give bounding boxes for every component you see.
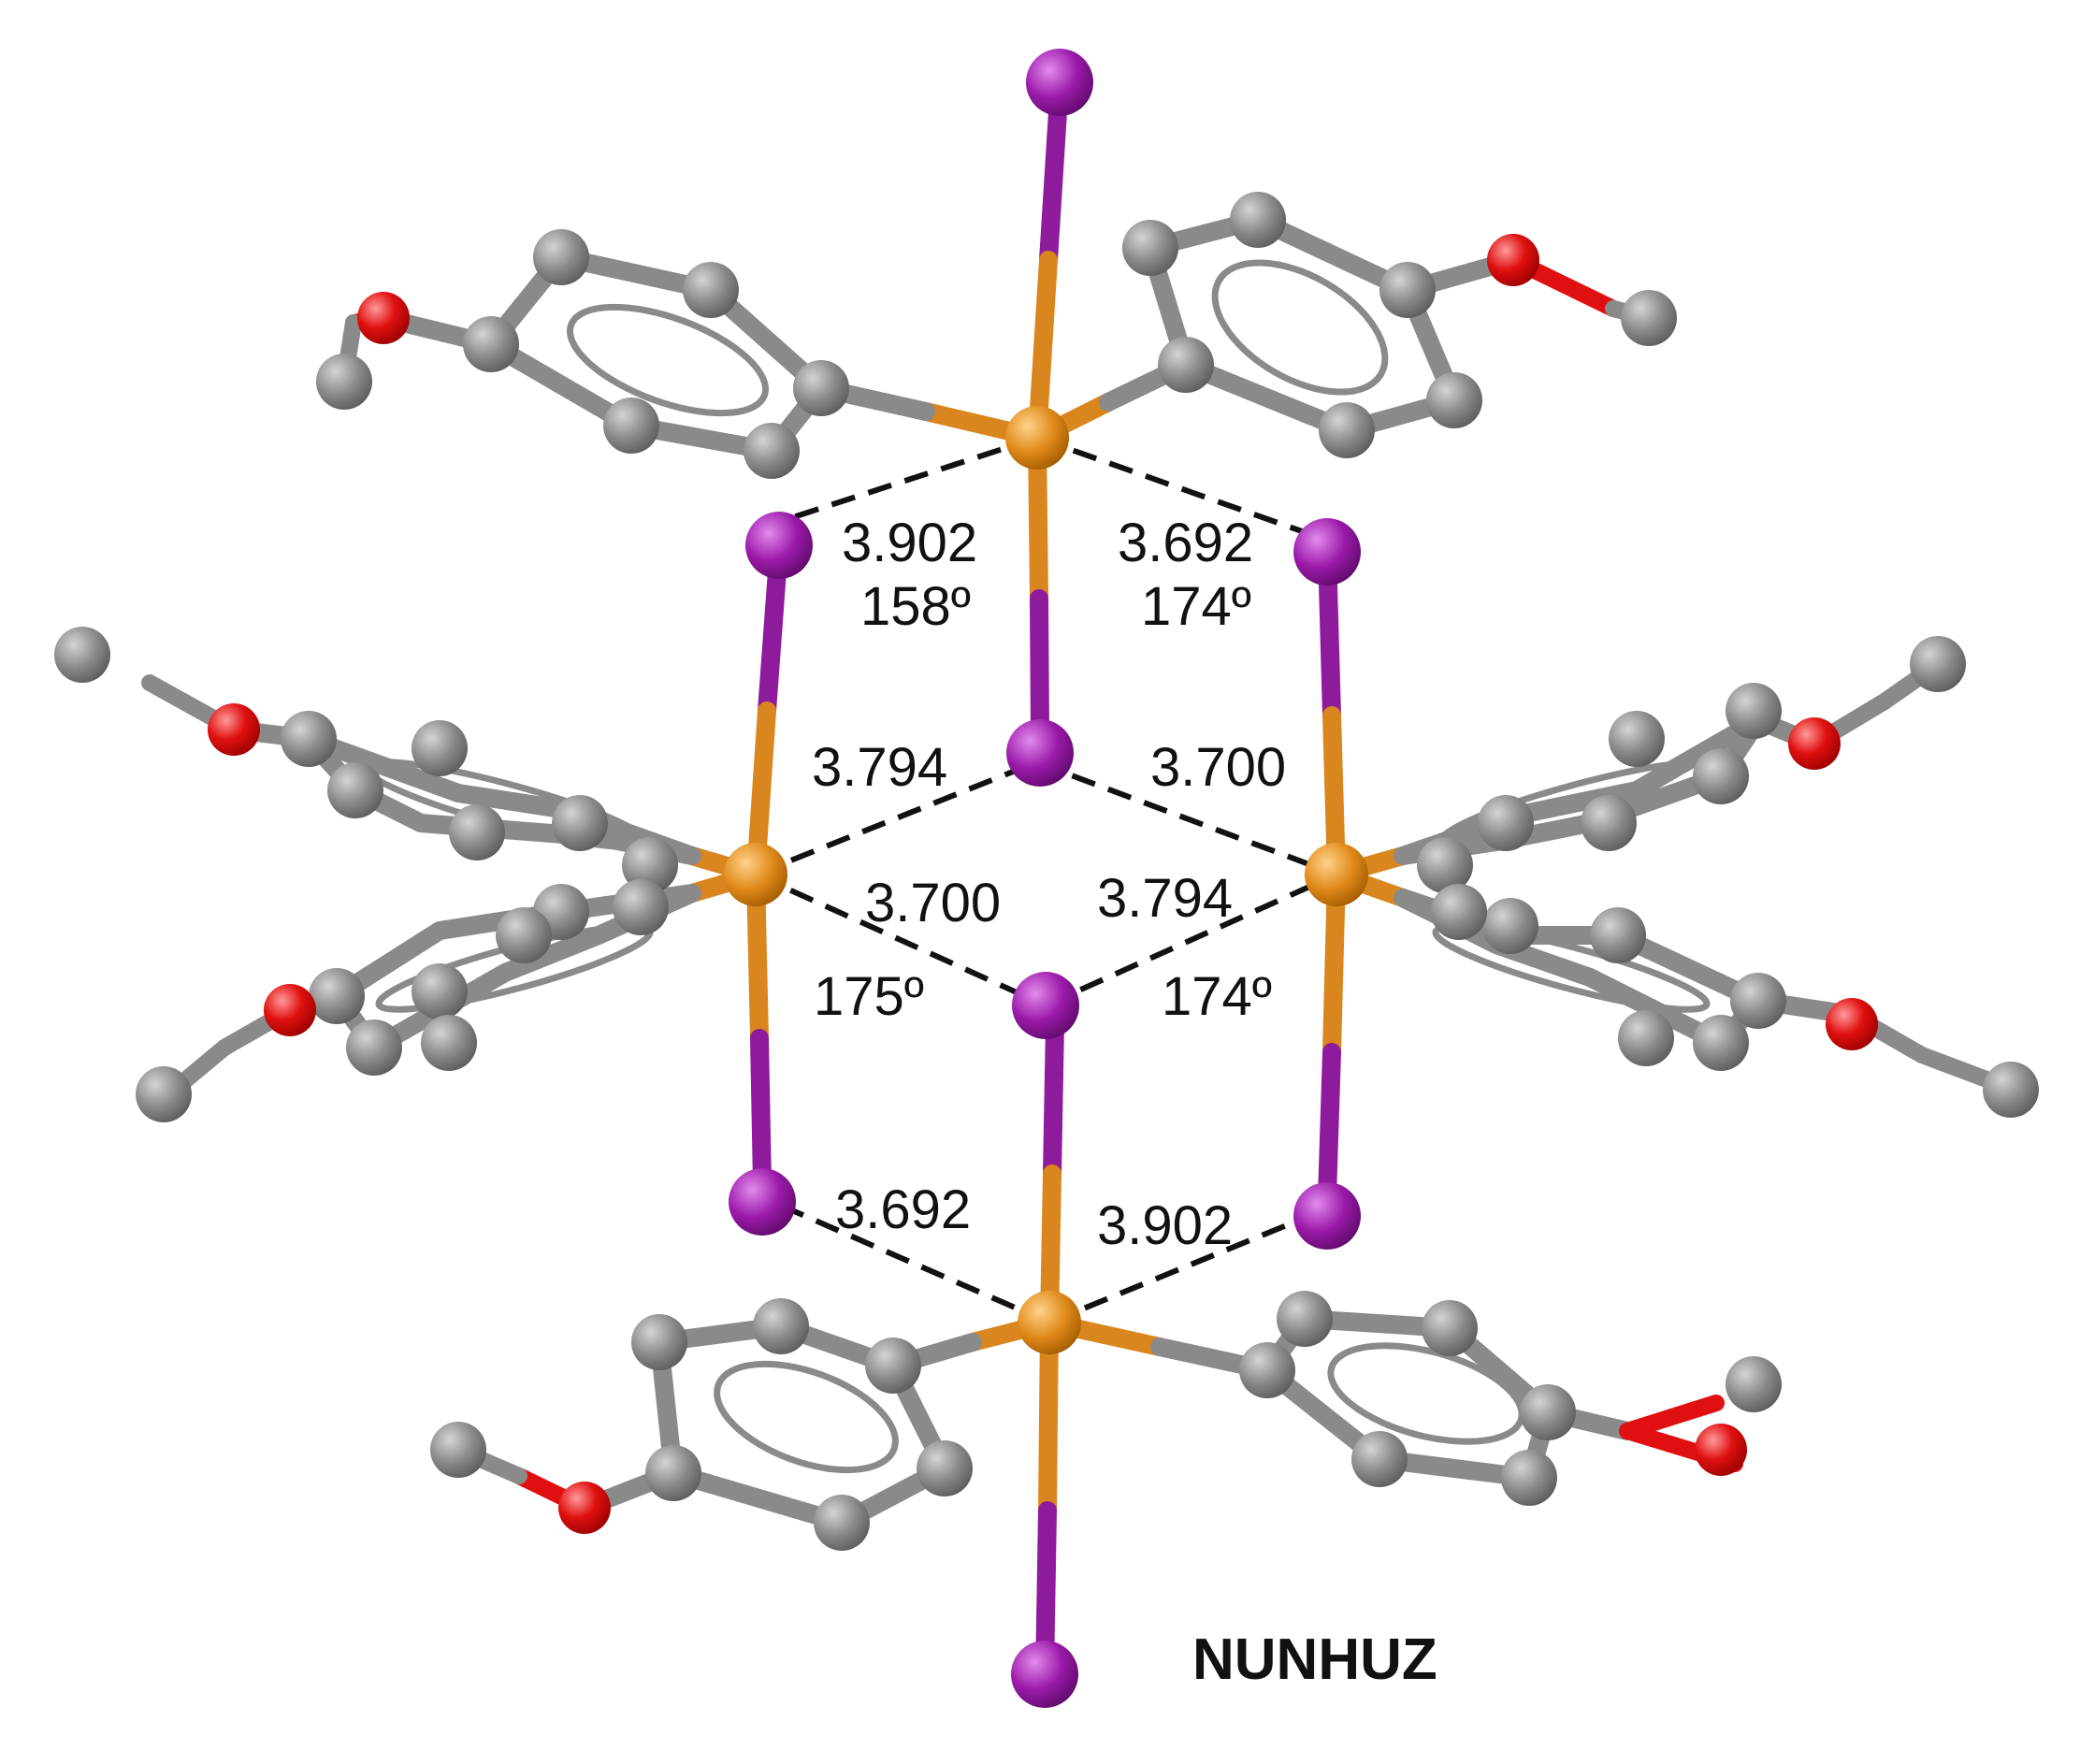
distance-label: 3.794 [812,737,947,798]
contact-line [1034,759,1338,877]
distance-label: 3.700 [865,873,1001,933]
contact-line [792,435,1038,520]
contact-line [754,872,1047,1008]
angle-label: 158º [860,576,971,637]
carbon-atoms [54,192,2039,1551]
distance-label: 3.902 [842,513,977,573]
contact-line [754,759,1038,877]
arsenic-atoms [724,406,1368,1354]
oxygen-atoms [208,234,1878,1534]
angle-label: 175º [814,966,924,1027]
distance-label: 3.794 [1097,868,1233,929]
angle-label: 174º [1141,576,1251,637]
distance-label: 3.692 [835,1179,971,1240]
distance-label: 3.692 [1118,513,1253,573]
distance-label: 3.902 [1097,1195,1233,1256]
measurement-labels: 3.902 158º 3.692 174º 3.794 3.700 3.700 … [812,513,1286,1256]
contact-line [777,1202,1051,1325]
contact-lines [754,435,1338,1325]
iodine-atoms [729,49,1361,1708]
contact-line [1036,435,1303,534]
structure-title: NUNHUZ [1192,1627,1437,1692]
angle-label: 174º [1162,966,1272,1027]
distance-label: 3.700 [1150,737,1286,798]
bonds [683,73,1412,1684]
contact-line [1044,872,1338,1008]
contact-line [1047,1211,1316,1325]
